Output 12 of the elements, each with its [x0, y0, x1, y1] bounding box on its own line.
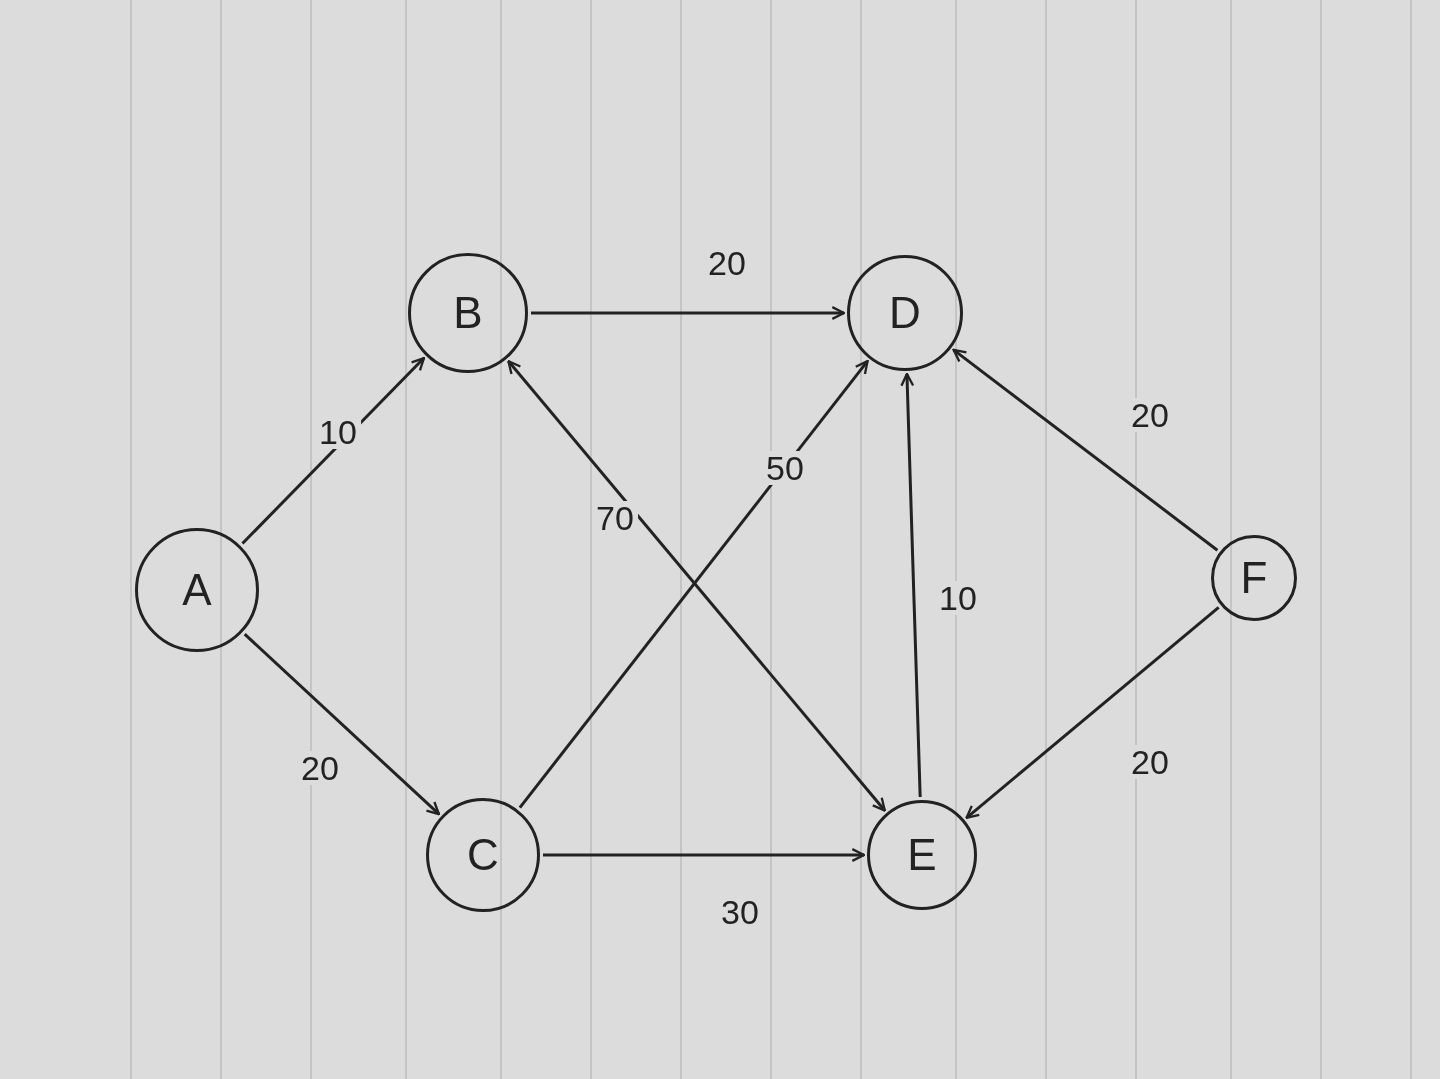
- node-label: E: [907, 833, 937, 877]
- arrow: [243, 633, 441, 816]
- arrow: [965, 606, 1220, 819]
- node-label: D: [889, 291, 921, 335]
- arrow: [531, 306, 846, 320]
- node-label: A: [182, 568, 212, 612]
- arrow: [543, 848, 866, 862]
- node-label: B: [453, 291, 483, 335]
- arrow: [952, 348, 1219, 552]
- arrow: [900, 372, 922, 798]
- node-label: F: [1240, 556, 1268, 600]
- node-label: C: [467, 833, 499, 877]
